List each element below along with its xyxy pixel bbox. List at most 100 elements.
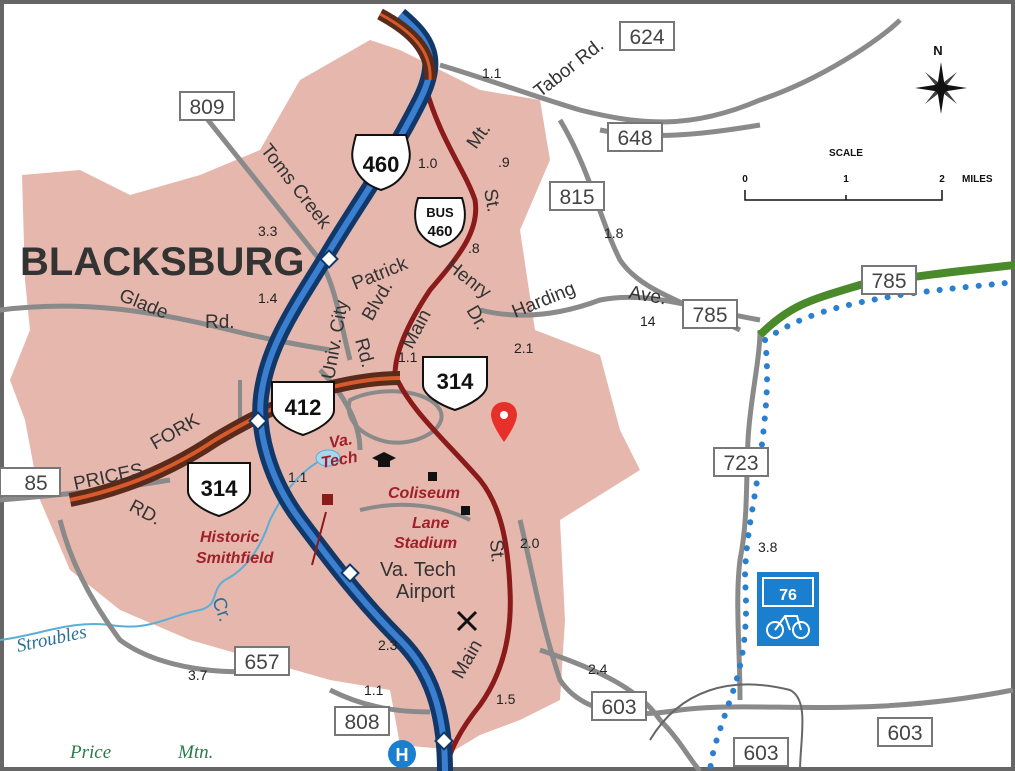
svg-text:Tech: Tech	[320, 449, 359, 472]
scale-tick-2: 2	[939, 174, 945, 185]
coliseum-label: Coliseum	[388, 485, 460, 502]
bike-route-dots	[707, 279, 1015, 771]
compass-rose: N	[915, 43, 967, 114]
business-460-shield: BUS 460	[414, 197, 466, 249]
svg-text:603: 603	[743, 742, 778, 765]
business-460-main-street	[392, 84, 513, 771]
route-sign-603-c: 603	[733, 737, 789, 767]
svg-text:76: 76	[779, 587, 797, 604]
mileage-label: 1.5	[496, 691, 516, 707]
route-sign-815: 815	[549, 181, 605, 211]
route-314-shield-south: 314	[187, 462, 251, 518]
smithfield-label: Smithfield	[196, 550, 275, 567]
us-460-shield: 460	[351, 134, 411, 192]
coliseum-marker	[428, 472, 437, 481]
svg-text:723: 723	[723, 452, 758, 475]
svg-text:808: 808	[344, 711, 379, 734]
svg-text:314: 314	[437, 369, 474, 394]
svg-text:603: 603	[601, 696, 636, 719]
smithfield-pointer	[311, 511, 327, 566]
mtn-label: Mtn.	[177, 742, 213, 763]
city-label: BLACKSBURG	[20, 240, 304, 284]
svg-text:BUS: BUS	[426, 205, 454, 220]
lane-stadium-marker	[461, 506, 470, 515]
route-sign-785: 785	[682, 299, 738, 329]
mileage-label: 1.1	[482, 65, 502, 81]
route-sign-603-a: 603	[591, 691, 647, 721]
route-314-shield-north: 314	[422, 356, 488, 412]
main-st-label: St.	[485, 539, 508, 564]
compass-star-icon	[915, 62, 967, 114]
mileage-label: 1.4	[258, 290, 278, 306]
svg-text:Va.: Va.	[328, 431, 354, 452]
mileage-label: 3.8	[758, 539, 778, 555]
st-top-label: St.	[479, 187, 504, 214]
svg-text:460: 460	[427, 223, 452, 240]
mileage-label: 2.4	[588, 661, 608, 677]
price-label: Price	[69, 742, 111, 763]
route-sign-723: 723	[713, 447, 769, 477]
mileage-label: 2.3	[378, 637, 398, 653]
interchange-markers	[248, 249, 454, 751]
mileage-label: .9	[498, 154, 510, 170]
graduation-cap-icon	[372, 452, 396, 467]
svg-text:624: 624	[629, 26, 664, 49]
bicycle-icon	[766, 615, 810, 639]
hospital-sign: H	[388, 740, 416, 768]
route-sign-808: 808	[334, 706, 390, 736]
lane-label: Lane	[412, 515, 449, 532]
scale-tick-1: 1	[843, 174, 849, 185]
route-sign-603-b: 603	[877, 717, 933, 747]
route-sign-657: 657	[234, 646, 290, 676]
mileage-label: 1.1	[398, 349, 418, 365]
duck-pond	[315, 449, 341, 467]
mileage-label: 1.1	[288, 469, 308, 485]
svg-text:85: 85	[24, 472, 47, 495]
mileage-label: 1.8	[604, 225, 624, 241]
mileage-label: 1.1	[364, 682, 384, 698]
historic-label: Historic	[200, 529, 260, 546]
mileage-label: 3.3	[258, 223, 278, 239]
historic-smithfield-marker	[322, 494, 333, 505]
svg-text:314: 314	[201, 476, 238, 501]
stadium-label: Stadium	[394, 535, 457, 552]
mileage-label: 14	[640, 313, 656, 329]
svg-text:657: 657	[244, 651, 279, 674]
route-sign-785-parkway: 785	[861, 265, 917, 295]
svg-text:H: H	[396, 745, 409, 765]
railroad	[649, 683, 804, 771]
mileage-label: 2.0	[520, 535, 540, 551]
route-sign-648: 648	[607, 122, 663, 152]
mileage-label: 1.0	[418, 155, 438, 171]
us-460-north-median	[379, 12, 432, 81]
scale-tick-0: 0	[742, 174, 748, 185]
route-sign-809: 809	[179, 91, 235, 121]
svg-text:648: 648	[617, 127, 652, 150]
compass-north-label: N	[933, 43, 942, 58]
route-412-shield: 412	[271, 381, 335, 437]
glade-rd-label: Rd.	[205, 312, 235, 333]
svg-text:460: 460	[363, 152, 400, 177]
mileage-label: 2.1	[514, 340, 534, 356]
svg-text:785: 785	[692, 304, 727, 327]
stroubles-creek	[0, 454, 331, 641]
location-pin-icon[interactable]	[491, 402, 517, 442]
scale-bar: SCALE 0 1 2 MILES	[742, 148, 993, 201]
svg-text:412: 412	[285, 395, 322, 420]
parkway-785-line	[757, 261, 1015, 338]
airport-label-1: Va. Tech	[380, 559, 456, 581]
scale-unit: MILES	[962, 174, 993, 185]
svg-text:809: 809	[189, 96, 224, 119]
scale-title: SCALE	[829, 148, 863, 159]
airport-label-2: Airport	[396, 581, 455, 603]
route-412-median	[69, 376, 401, 502]
route-sign-85: 85	[0, 467, 61, 497]
route-sign-624: 624	[619, 21, 675, 51]
svg-text:815: 815	[559, 186, 594, 209]
bike-route-76-sign: 76	[757, 572, 819, 646]
airport-icon	[456, 610, 478, 632]
us-460-inner	[257, 12, 448, 771]
